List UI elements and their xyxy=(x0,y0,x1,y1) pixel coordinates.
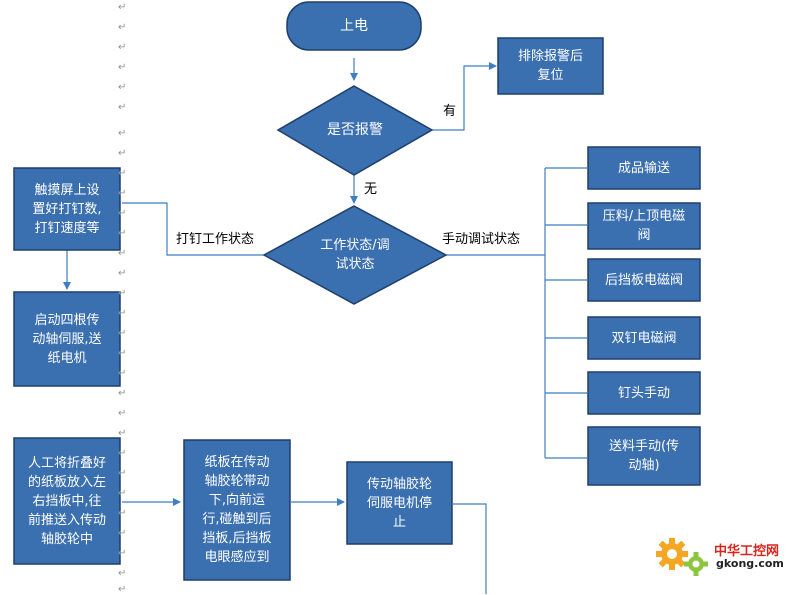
paragraph-mark: ↵ xyxy=(118,82,127,93)
paragraph-mark: ↵ xyxy=(118,208,127,219)
paragraph-mark: ↵ xyxy=(118,2,127,13)
node-alarm-check-shape xyxy=(276,85,434,176)
paragraph-mark: ↵ xyxy=(118,388,127,399)
label-yes: 有 xyxy=(443,104,457,119)
paragraph-mark: ↵ xyxy=(118,584,127,595)
paragraph-mark: ↵ xyxy=(118,448,127,459)
node-manual-feed: 人工将折叠好 的纸板放入左 右挡板中,往 前推送入传动 轴胶轮中 xyxy=(27,455,106,547)
node-rear-baffle-valve-shape xyxy=(587,258,701,302)
paragraph-mark: ↵ xyxy=(118,328,127,339)
node-servo-stop-shape xyxy=(346,461,453,545)
node-double-nail-valve-shape xyxy=(587,316,701,360)
node-feed-manual-shape xyxy=(587,426,701,486)
connectors xyxy=(63,58,587,594)
paragraph-mark: ↵ xyxy=(118,348,127,359)
node-touchscreen-shape xyxy=(13,167,121,251)
paragraph-mark: ↵ xyxy=(118,408,127,419)
node-mode-select: 工作状态/调 试状态 xyxy=(320,238,390,272)
paragraph-mark: ↵ xyxy=(118,548,127,559)
paragraph-mark: ↵ xyxy=(118,508,127,519)
node-start-servo-shape xyxy=(13,291,121,387)
label-no: 无 xyxy=(364,182,378,197)
paragraph-mark: ↵ xyxy=(118,62,127,73)
paragraph-mark: ↵ xyxy=(118,528,127,539)
edge-mode-to-touchscreen xyxy=(122,202,264,256)
paragraph-mark: ↵ xyxy=(118,228,127,239)
paragraph-mark: ↵ xyxy=(118,128,127,139)
node-manual-feed-shape xyxy=(13,437,121,565)
label-nailing-mode: 打钉工作状态 xyxy=(176,232,255,247)
paragraph-mark: ↵ xyxy=(118,42,127,53)
node-double-nail-valve: 双钉电磁阀 xyxy=(611,330,677,346)
node-mode-select-shape xyxy=(262,205,448,305)
gear-icon xyxy=(656,538,708,576)
edge-alarm-yes-to-clear xyxy=(432,62,497,131)
node-power-on-shape xyxy=(286,1,422,51)
logo-en-text: gkong.com xyxy=(716,557,784,570)
label-manual-debug-mode: 手动调试状态 xyxy=(442,232,521,247)
paragraph-mark: ↵ xyxy=(118,22,127,33)
logo-cn-text: 中华工控网 xyxy=(714,544,780,559)
node-clear-alarm-shape xyxy=(497,37,604,95)
node-touchscreen: 触摸屏上设 置好打钉数, 打钉速度等 xyxy=(32,182,102,236)
node-board-travel: 纸板在传动 轴胶轮带动 下,向前运 行,碰触到后 挡板,后挡板 电眼感应到 xyxy=(202,455,272,565)
paragraph-mark: ↵ xyxy=(118,428,127,439)
paragraph-mark: ↵ xyxy=(118,568,127,579)
node-alarm-check: 是否报警 xyxy=(327,121,383,138)
paragraph-mark: ↵ xyxy=(118,102,127,113)
node-board-travel-shape xyxy=(183,439,291,581)
node-rear-baffle-valve: 后挡板电磁阀 xyxy=(604,272,683,288)
paragraph-mark: ↵ xyxy=(118,308,127,319)
node-finished-convey: 成品输送 xyxy=(617,160,670,176)
node-finished-convey-shape xyxy=(587,146,701,190)
paragraph-mark: ↵ xyxy=(118,288,127,299)
paragraph-mark: ↵ xyxy=(118,368,127,379)
paragraph-mark: ↵ xyxy=(118,188,127,199)
node-power-on: 上电 xyxy=(340,17,368,34)
edge-stop-down xyxy=(453,503,487,594)
node-nail-head-manual-shape xyxy=(587,371,701,415)
paragraph-mark: ↵ xyxy=(118,468,127,479)
paragraph-mark: ↵ xyxy=(118,248,127,259)
node-clear-alarm: 排除报警后 复位 xyxy=(517,49,583,83)
paragraph-mark: ↵ xyxy=(118,268,127,279)
node-feed-manual: 送料手动(传 动轴) xyxy=(608,439,680,473)
node-start-servo: 启动四根传 动轴伺服,送 纸电机 xyxy=(32,312,102,366)
paragraph-mark: ↵ xyxy=(118,148,127,159)
node-press-valve-shape xyxy=(587,202,701,250)
node-nail-head-manual: 钉头手动 xyxy=(617,385,670,401)
node-servo-stop: 传动轴胶轮 伺服电机停 止 xyxy=(366,476,432,530)
paragraph-mark: ↵ xyxy=(118,488,127,499)
node-press-valve: 压料/上顶电磁 阀 xyxy=(602,209,686,243)
gkong-logo: 中华工控网 gkong.com xyxy=(654,532,784,582)
paragraph-mark: ↵ xyxy=(118,168,127,179)
